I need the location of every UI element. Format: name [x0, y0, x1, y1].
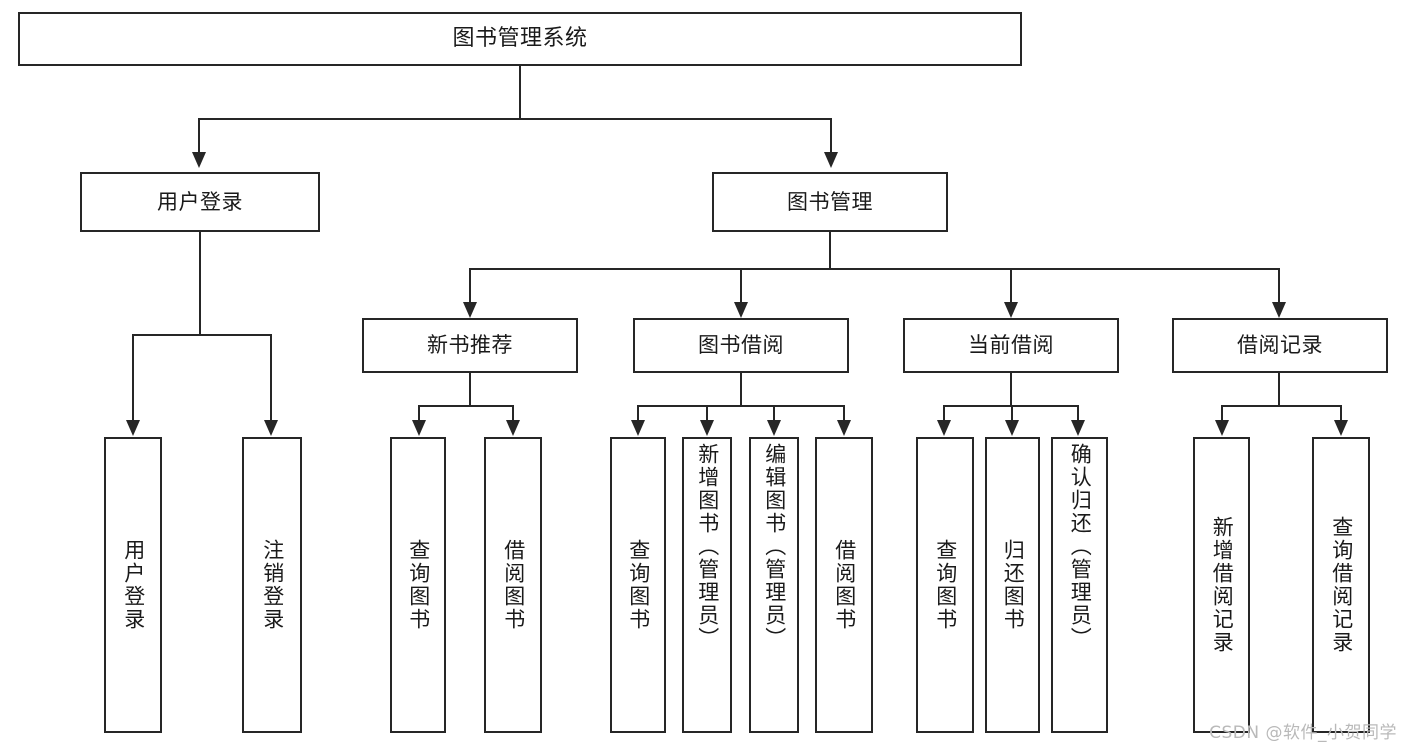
leaf-add-borrow-record[interactable]: 新增借阅记录 — [1193, 437, 1250, 733]
edge-bm-drop-2 — [740, 268, 742, 304]
edge-bb-drop-4 — [843, 405, 845, 422]
edge-nbr-drop-1 — [418, 405, 420, 422]
arrow-to-book-borrow — [734, 302, 748, 318]
edge-root-stem — [519, 66, 521, 119]
edge-nbr-stem — [469, 373, 471, 406]
edge-root-to-user-login — [198, 118, 200, 154]
arrow-to-borrow-record — [1272, 302, 1286, 318]
edge-bb-drop-2 — [706, 405, 708, 422]
edge-book-manage-stem — [829, 232, 831, 269]
node-label: 新书推荐 — [427, 333, 513, 357]
node-label: 查询借阅记录 — [1329, 516, 1354, 654]
edge-nbr-bus — [418, 405, 513, 407]
node-label: 图书管理系统 — [452, 26, 588, 51]
leaf-confirm-return-admin[interactable]: 确认归还（管理员） — [1051, 437, 1108, 733]
arrow-to-leaf-logout — [264, 420, 278, 436]
node-label: 用户登录 — [157, 189, 243, 214]
leaf-return-book[interactable]: 归还图书 — [985, 437, 1040, 733]
node-label: 查询图书 — [626, 539, 651, 631]
arrow-to-leaf-query-book-1 — [412, 420, 426, 436]
edge-br-drop-1 — [1221, 405, 1223, 422]
edge-root-to-book-manage — [830, 118, 832, 154]
edge-bb-bus — [637, 405, 845, 407]
leaf-query-book-current[interactable]: 查询图书 — [916, 437, 974, 733]
edge-cb-drop-3 — [1077, 405, 1079, 422]
edge-br-drop-2 — [1340, 405, 1342, 422]
edge-bm-drop-1 — [469, 268, 471, 304]
arrow-to-leaf-borrow-book-1 — [506, 420, 520, 436]
node-label: 编辑图书（管理员） — [762, 443, 787, 650]
node-label: 确认归还（管理员） — [1068, 443, 1093, 650]
leaf-borrow-book-borrow[interactable]: 借阅图书 — [815, 437, 873, 733]
edge-cb-drop-1 — [943, 405, 945, 422]
arrow-to-current-borrow — [1004, 302, 1018, 318]
arrow-to-leaf-query-record — [1334, 420, 1348, 436]
arrow-to-leaf-add-record — [1215, 420, 1229, 436]
arrow-to-leaf-query-book-2 — [631, 420, 645, 436]
node-label: 借阅记录 — [1237, 333, 1323, 357]
leaf-user-login[interactable]: 用户登录 — [104, 437, 162, 733]
leaf-borrow-book-recommend[interactable]: 借阅图书 — [484, 437, 542, 733]
edge-user-login-stem — [199, 232, 201, 335]
node-user-login[interactable]: 用户登录 — [80, 172, 320, 232]
node-borrow-record[interactable]: 借阅记录 — [1172, 318, 1388, 373]
arrow-to-leaf-borrow-book-2 — [837, 420, 851, 436]
arrow-to-user-login — [192, 152, 206, 168]
node-label: 新增借阅记录 — [1210, 516, 1235, 654]
node-label: 查询图书 — [406, 539, 431, 631]
edge-user-login-bus — [132, 334, 270, 336]
edge-book-manage-bus — [469, 268, 1280, 270]
node-label: 图书管理 — [787, 189, 873, 214]
leaf-query-borrow-record[interactable]: 查询借阅记录 — [1312, 437, 1370, 733]
edge-br-stem — [1278, 373, 1280, 406]
node-label: 借阅图书 — [832, 539, 857, 631]
node-root-system[interactable]: 图书管理系统 — [18, 12, 1022, 66]
node-label: 注销登录 — [260, 539, 285, 631]
edge-bb-stem — [740, 373, 742, 406]
arrow-to-book-manage — [824, 152, 838, 168]
node-book-borrow[interactable]: 图书借阅 — [633, 318, 849, 373]
edge-bb-drop-1 — [637, 405, 639, 422]
edge-root-bus — [198, 118, 832, 120]
edge-bm-drop-4 — [1278, 268, 1280, 304]
leaf-query-book-borrow[interactable]: 查询图书 — [610, 437, 666, 733]
arrow-to-leaf-user-login — [126, 420, 140, 436]
leaf-logout[interactable]: 注销登录 — [242, 437, 302, 733]
arrow-to-new-book-recommend — [463, 302, 477, 318]
node-current-borrow[interactable]: 当前借阅 — [903, 318, 1119, 373]
node-label: 当前借阅 — [968, 333, 1054, 357]
edge-cb-drop-2 — [1011, 405, 1013, 422]
arrow-to-leaf-confirm-return — [1071, 420, 1085, 436]
node-label: 用户登录 — [121, 539, 146, 631]
arrow-to-leaf-query-book-3 — [937, 420, 951, 436]
arrow-to-leaf-edit-book — [767, 420, 781, 436]
edge-bb-drop-3 — [773, 405, 775, 422]
edge-nbr-drop-2 — [512, 405, 514, 422]
edge-br-bus — [1221, 405, 1341, 407]
leaf-add-book-admin[interactable]: 新增图书（管理员） — [682, 437, 732, 733]
edge-bm-drop-3 — [1010, 268, 1012, 304]
node-label: 图书借阅 — [698, 333, 784, 357]
node-label: 归还图书 — [1001, 539, 1026, 631]
node-label: 查询图书 — [933, 539, 958, 631]
node-book-management[interactable]: 图书管理 — [712, 172, 948, 232]
node-new-book-recommend[interactable]: 新书推荐 — [362, 318, 578, 373]
leaf-edit-book-admin[interactable]: 编辑图书（管理员） — [749, 437, 799, 733]
node-label: 新增图书（管理员） — [695, 443, 720, 650]
arrow-to-leaf-add-book — [700, 420, 714, 436]
leaf-query-book-recommend[interactable]: 查询图书 — [390, 437, 446, 733]
node-label: 借阅图书 — [501, 539, 526, 631]
edge-cb-stem — [1010, 373, 1012, 406]
edge-user-login-drop-2 — [270, 334, 272, 422]
edge-user-login-drop-1 — [132, 334, 134, 422]
arrow-to-leaf-return-book — [1005, 420, 1019, 436]
